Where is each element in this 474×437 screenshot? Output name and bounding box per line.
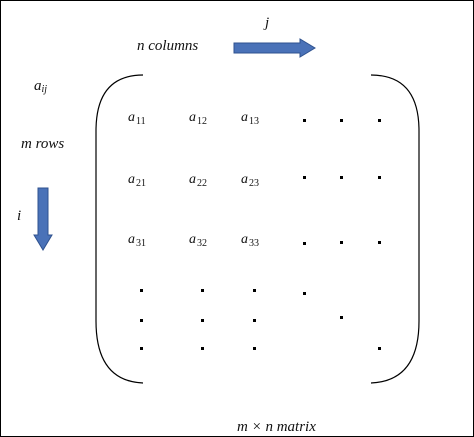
ellipsis-dot bbox=[253, 319, 256, 322]
ellipsis-dot bbox=[378, 347, 381, 350]
ellipsis-dot bbox=[378, 119, 381, 122]
row-index-label: i bbox=[17, 208, 22, 224]
right-arrow-icon bbox=[233, 38, 316, 58]
ellipsis-dot bbox=[340, 119, 343, 122]
ellipsis-dot bbox=[201, 347, 204, 350]
ellipsis-dot bbox=[303, 176, 306, 179]
matrix-entry: a12 bbox=[189, 110, 207, 127]
ellipsis-dot bbox=[378, 176, 381, 179]
matrix-entry: a11 bbox=[128, 110, 146, 127]
columns-label: n columns bbox=[137, 38, 199, 54]
matrix-entry: a21 bbox=[128, 172, 146, 189]
ellipsis-dot bbox=[303, 242, 306, 245]
ellipsis-dot bbox=[140, 347, 143, 350]
ellipsis-dot bbox=[340, 176, 343, 179]
element-label: aij bbox=[34, 78, 48, 95]
right-bracket bbox=[370, 74, 420, 384]
matrix-entry: a22 bbox=[189, 172, 207, 189]
ellipsis-dot bbox=[140, 289, 143, 292]
ellipsis-dot bbox=[253, 347, 256, 350]
matrix-entry: a23 bbox=[241, 172, 259, 189]
ellipsis-dot bbox=[303, 292, 306, 295]
ellipsis-dot bbox=[201, 289, 204, 292]
element-label-subscript: ij bbox=[41, 84, 48, 95]
ellipsis-dot bbox=[201, 319, 204, 322]
rows-label: m rows bbox=[21, 136, 65, 152]
ellipsis-dot bbox=[340, 241, 343, 244]
ellipsis-dot bbox=[253, 289, 256, 292]
matrix-entry: a31 bbox=[128, 232, 146, 249]
ellipsis-dot bbox=[340, 316, 343, 319]
ellipsis-dot bbox=[140, 319, 143, 322]
matrix-entry: a13 bbox=[241, 110, 259, 127]
ellipsis-dot bbox=[303, 119, 306, 122]
matrix-entry: a32 bbox=[189, 232, 207, 249]
ellipsis-dot bbox=[378, 241, 381, 244]
element-label-base: a bbox=[34, 78, 42, 94]
left-bracket bbox=[95, 74, 144, 384]
column-index-label: j bbox=[265, 15, 270, 31]
matrix-entry: a33 bbox=[241, 232, 259, 249]
down-arrow-icon bbox=[33, 187, 53, 251]
matrix-caption: m × n matrix bbox=[237, 419, 316, 435]
